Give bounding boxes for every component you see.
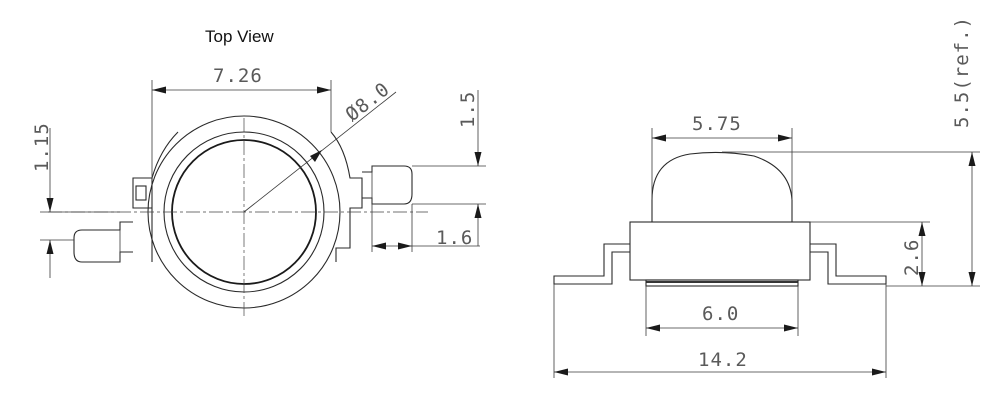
side-view-left-lead: [553, 243, 630, 285]
top-view-title: Top View: [205, 27, 274, 46]
dim-diameter-label: Ø8.0: [342, 78, 395, 126]
dim-dome-label: 5.75: [692, 113, 742, 135]
dim-width-label: 7.26: [213, 65, 263, 87]
dim-lead-height-label: 1.15: [31, 122, 53, 172]
side-view-base: [645, 279, 799, 287]
top-view-right-lead: [362, 165, 413, 205]
top-view: Top View 7.26 Ø8.0: [31, 27, 486, 318]
top-view-body-outline: [132, 131, 363, 262]
dim-overall-width-label: 14.2: [698, 349, 748, 371]
dim-height-ref-label: 5.5(ref.): [951, 16, 973, 128]
dim-pad-label: 1.6: [436, 227, 473, 249]
top-view-left-lead: [73, 221, 133, 263]
side-view: 5.75 5.5(ref.) 2.6 6.0 14.2: [553, 16, 980, 378]
side-view-body: [629, 221, 811, 281]
side-view-right-lead: [810, 243, 887, 285]
dim-body-height-label: 2.6: [901, 239, 923, 276]
side-view-dome: [651, 151, 793, 222]
top-view-polarity-mark: [135, 185, 147, 201]
dim-base-label: 6.0: [702, 303, 739, 325]
dim-right-height-label: 1.5: [457, 91, 479, 128]
